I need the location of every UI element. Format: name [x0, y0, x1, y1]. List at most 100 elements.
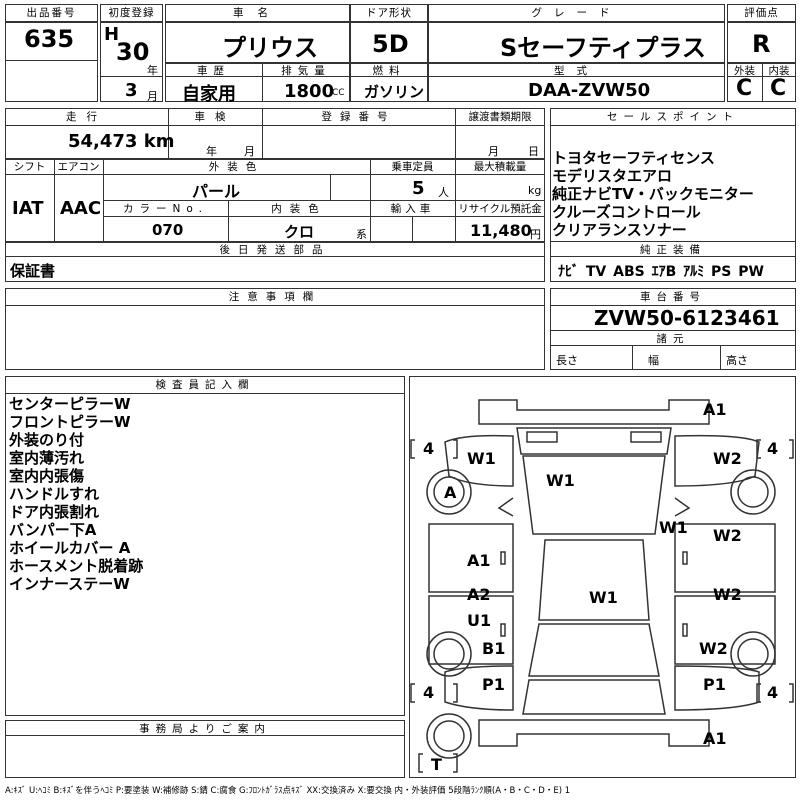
- year-unit: 年: [147, 64, 158, 77]
- car-diagram-frame: [409, 376, 796, 778]
- sales-point: トヨタセーフティセンス: [552, 149, 715, 167]
- fender-right-mark: W2: [713, 449, 742, 468]
- tread-rr-value: 4: [767, 683, 779, 702]
- windshield-right-mark: W1: [659, 518, 688, 537]
- fuel-label: 燃料: [372, 65, 406, 77]
- notes-box: [5, 288, 545, 370]
- door-right-rear-mark: W2: [713, 585, 742, 604]
- length-label: 長さ: [556, 354, 578, 367]
- inspector-box: [5, 376, 405, 716]
- interior-color-unit: 系: [356, 228, 367, 241]
- hood-left-mark: W1: [467, 449, 496, 468]
- score: R: [752, 30, 771, 58]
- history-label: 車歴: [197, 65, 230, 77]
- inspector-list: センターピラーW フロントピラーW 外装のり付 室内薄汚れ 室内内張傷 ハンドル…: [9, 395, 143, 593]
- inspector-item: バンパー下A: [9, 521, 97, 539]
- capacity: 5: [412, 178, 425, 199]
- equipment: ﾅﾋﾞ TV ABS ｴｱB ｱﾙﾐ PS PW: [558, 264, 764, 280]
- door-left-front-mark: A1: [467, 551, 491, 570]
- quarter-left-mark: B1: [482, 639, 506, 658]
- sales-point: 純正ナビTV・バックモニター: [552, 185, 754, 203]
- history: 自家用: [182, 84, 236, 105]
- spare-tire-value: T: [431, 755, 442, 774]
- reg-no-label: 登録番号: [321, 111, 396, 123]
- score-label: 評価点: [744, 7, 779, 19]
- inspector-label: 検査員記入欄: [155, 379, 255, 391]
- capacity-unit: 人: [438, 186, 449, 199]
- car-diagram: [410, 399, 794, 773]
- interior-color: クロ: [284, 223, 315, 241]
- first-reg-label: 初度登録: [108, 7, 155, 19]
- shift-label: シフト: [13, 161, 46, 173]
- height-label: 高さ: [726, 354, 748, 367]
- displacement-unit: CC: [332, 88, 345, 98]
- car-name-box: [165, 4, 350, 102]
- tread-rl-value: 4: [423, 683, 435, 702]
- era: H: [104, 24, 120, 45]
- sales-box: [550, 108, 796, 282]
- sales-label: セールスポイント: [607, 111, 739, 123]
- transfer-label: 譲渡書類期限: [468, 111, 532, 123]
- notes-label: 注意事項欄: [228, 291, 322, 303]
- rear-right-mark: P1: [703, 675, 726, 694]
- doors: 5D: [372, 30, 409, 58]
- transfer-month-unit: 月: [488, 145, 499, 158]
- front-bumper-mark: A1: [703, 400, 727, 419]
- import-label: 輸入車: [390, 203, 435, 215]
- recycle-unit: 円: [530, 228, 541, 241]
- inspector-item: 室内薄汚れ: [9, 449, 85, 467]
- office-label: 事務局よりご案内: [139, 723, 271, 735]
- inspector-item: インナーステーW: [9, 575, 130, 593]
- recycle-label: リサイクル預託金: [458, 203, 542, 215]
- grade: Sセーフティプラス: [500, 34, 706, 62]
- hood-center-mark: W1: [546, 471, 575, 490]
- quarter-right-mark: W2: [699, 639, 728, 658]
- door-right-front-mark: W2: [713, 526, 742, 545]
- exterior-grade: C: [736, 76, 753, 101]
- inspection-year-unit: 年: [206, 145, 217, 158]
- color: パール: [192, 182, 241, 201]
- color-label: 外装色: [208, 161, 265, 173]
- displacement-label: 排気量: [281, 65, 331, 77]
- office-box: [5, 720, 405, 778]
- inspector-item: 室内内張傷: [9, 467, 85, 485]
- roof-mark: W1: [589, 588, 618, 607]
- chassis-box: [550, 288, 796, 370]
- inspection-month-unit: 月: [244, 145, 255, 158]
- inspector-item: 外装のり付: [9, 431, 85, 449]
- transfer-day-unit: 日: [528, 145, 539, 158]
- later-parts-value: 保証書: [10, 262, 56, 280]
- info-grid: [5, 108, 545, 282]
- dims-label: 諸元: [656, 333, 690, 345]
- car-name-label: 車名: [233, 7, 282, 19]
- lot-number: 635: [24, 25, 75, 53]
- model: DAA-ZVW50: [528, 80, 651, 101]
- score-box: [727, 4, 796, 102]
- first-reg-box: [100, 4, 163, 102]
- later-parts-label: 後日発送部品: [219, 244, 331, 256]
- model-label: 型式: [554, 65, 599, 77]
- inspection-label: 車検: [194, 111, 236, 123]
- door-left-rear-a-mark: A2: [467, 585, 491, 604]
- month-unit: 月: [147, 90, 158, 103]
- exterior-label: 外装: [734, 65, 755, 77]
- capacity-label: 乗車定員: [391, 161, 434, 173]
- chassis-number: ZVW50-6123461: [594, 306, 780, 330]
- interior-grade: C: [770, 76, 787, 101]
- mileage-label: 走行: [66, 111, 107, 123]
- inspector-item: ホースメント脱着跡: [9, 557, 144, 575]
- inspector-item: ホイールカバー A: [9, 539, 131, 557]
- sales-point: モデリスタエアロ: [552, 167, 673, 185]
- color-no-label: カラーNo.: [123, 203, 208, 215]
- displacement: 1800: [284, 81, 335, 102]
- tread-fl-value: 4: [423, 439, 435, 458]
- inspector-item: ハンドルすれ: [9, 485, 100, 503]
- color-no: 070: [152, 221, 184, 239]
- shift: IAT: [12, 198, 44, 219]
- inspector-item: ドア内張割れ: [9, 503, 100, 521]
- rear-left-mark: P1: [482, 675, 505, 694]
- first-reg-month: 3: [125, 80, 138, 101]
- grade-box: [428, 4, 725, 102]
- sales-point: クリアランスソナー: [552, 221, 687, 239]
- mileage: 54,473 km: [68, 131, 175, 152]
